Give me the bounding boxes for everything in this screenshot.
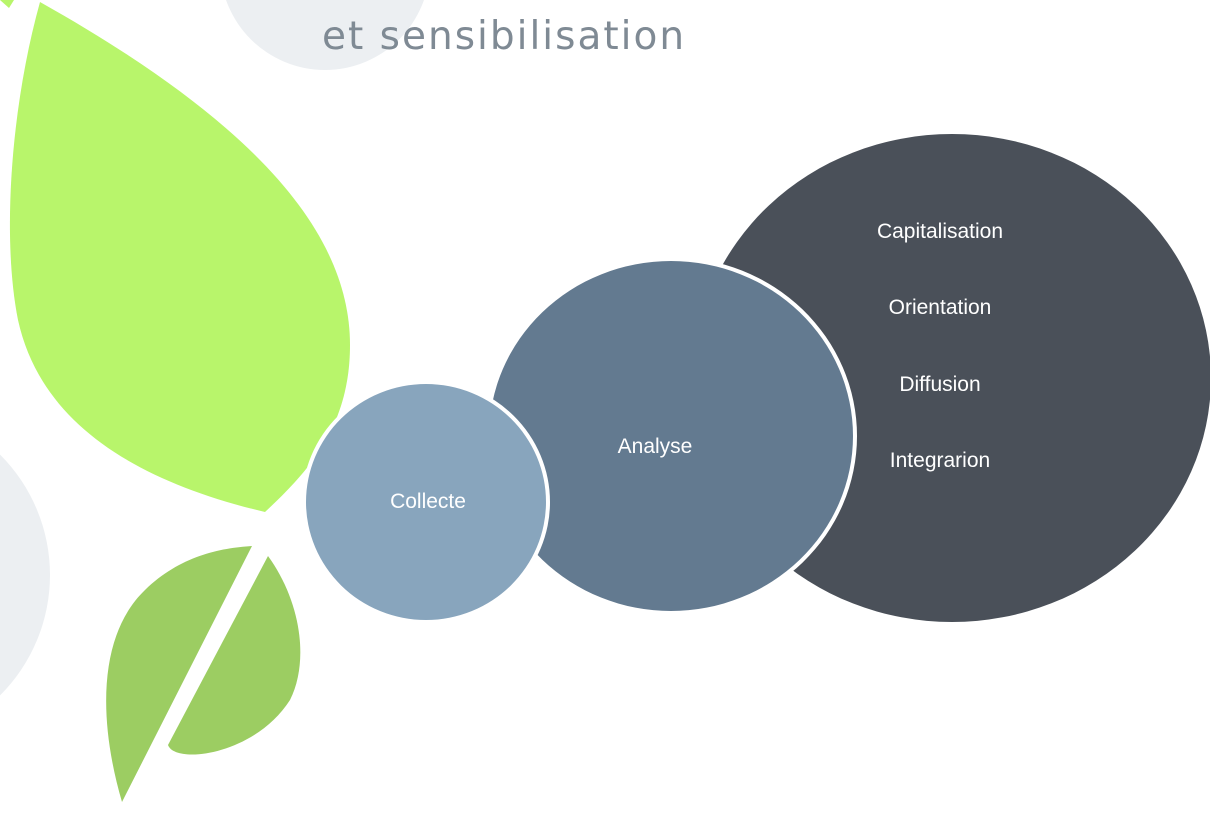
- middle-circle-label: Analyse: [617, 435, 693, 458]
- small-leaf-right-icon: [168, 556, 301, 755]
- outer-item: Orientation: [888, 296, 992, 319]
- leaf-stem-fragment: [0, 0, 14, 8]
- inner-circle-label: Collecte: [390, 490, 466, 513]
- inner-circle: [302, 380, 550, 624]
- large-leaf-icon: [9, 2, 350, 512]
- small-leaf-left-icon: [106, 546, 252, 802]
- decor-circle-left: [0, 454, 50, 696]
- middle-circle: [485, 257, 857, 615]
- decor-circle-top: [226, 0, 424, 70]
- slide-title: et sensibilisation: [322, 14, 687, 59]
- outer-item: Diffusion: [899, 373, 981, 396]
- outer-item: Capitalisation: [876, 220, 1004, 243]
- outer-item: Integrarion: [889, 449, 991, 472]
